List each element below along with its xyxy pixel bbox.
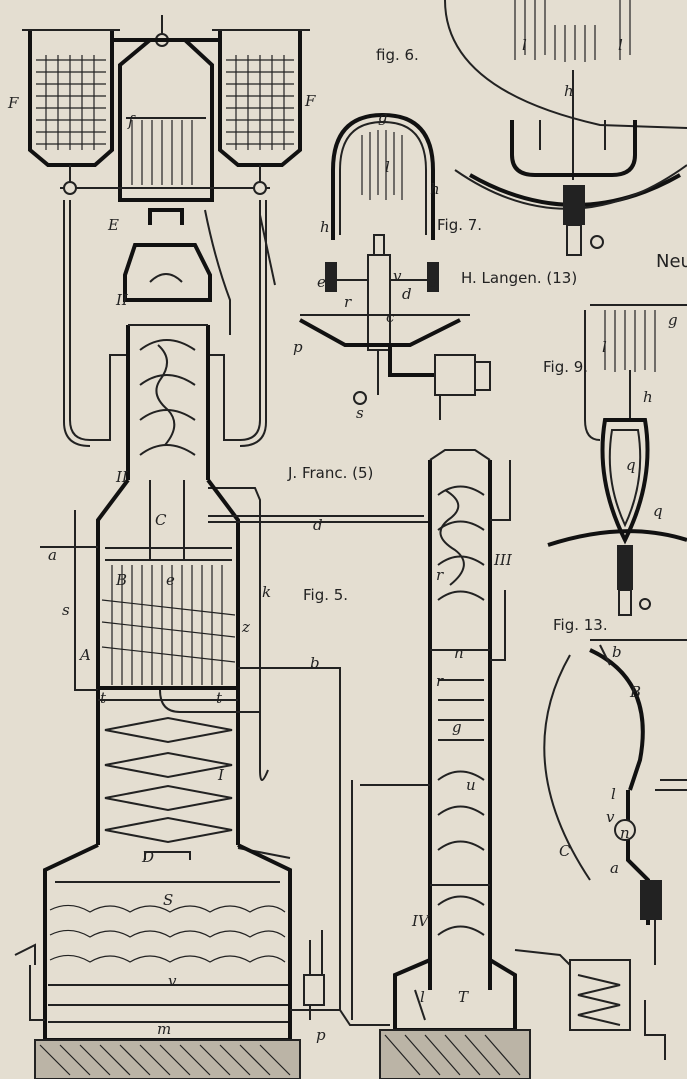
fig6-apparatus [444,0,687,256]
label-n: n [454,644,464,662]
fig9-apparatus [547,304,687,616]
condenser-E [60,38,276,335]
fig9-label-l: l [602,338,607,356]
fig9-label-q2: q [653,502,663,520]
label-z: z [241,618,250,636]
caption-fig9: Fig. 9. [543,358,588,376]
fig7-label-e-right: e [429,273,438,291]
fig7-label-h-right: h [430,180,440,198]
label-II-top: II [115,291,129,309]
label-III: III [493,551,513,569]
label-A: A [78,646,91,664]
caption-fig6: fig. 6. [376,46,419,64]
label-l: l [420,988,425,1006]
fig13-label-l: l [611,785,616,803]
fig7-label-v: v [393,267,402,285]
fig7-label-s: s [356,404,364,422]
label-v: v [168,972,177,990]
right-basket [212,29,310,185]
fig7-label-p: p [293,338,303,356]
fig9-label-h: h [643,388,653,406]
letter-labels: F F f E II II C a s A B e k z d b t t I … [7,36,678,1044]
label-IV: IV [411,912,431,930]
fig13-apparatus [543,639,687,965]
label-m: m [157,1020,171,1038]
fig7-label-e-left: e [317,273,326,291]
label-S: S [163,891,173,909]
label-F-right: F [304,92,316,110]
label-D: D [141,848,154,866]
upper-column [126,324,269,781]
label-g: g [452,718,462,736]
fig7-label-d: d [402,285,412,303]
label-s: s [62,601,70,619]
fig13-label-b: b [612,643,622,661]
fig6-label-h: h [564,82,574,100]
label-T: T [458,988,469,1006]
label-b: b [310,654,320,672]
label-II-mid: II [115,468,129,486]
caption-franc: J. Franc. (5) [287,464,373,482]
base-vessel-S [14,843,390,1079]
label-t-left: t [100,689,107,707]
label-e: e [166,571,175,589]
caption-fig5: Fig. 5. [303,586,348,604]
label-t-right: t [216,689,223,707]
label-B: B [115,571,127,589]
fig6-label-l-right: l [618,36,623,54]
label-p: p [316,1026,326,1044]
label-a: a [48,546,57,564]
fig13-label-C: C [559,842,571,860]
fig7-label-r: r [344,293,352,311]
fig7-label-g: g [378,108,388,126]
fig7-apparatus [299,112,491,420]
label-C: C [155,511,167,529]
fig7-label-l: l [385,158,390,176]
caption-neu: Neu [656,251,687,272]
caption-langen: H. Langen. (13) [461,269,577,287]
label-r-mid: r [436,672,444,690]
fig6-label-l-left: l [522,36,527,54]
fig9-label-q1: q [626,456,636,474]
label-d: d [313,516,323,534]
fig13-label-v: v [606,808,615,826]
fig7-label-h-left: h [320,218,330,236]
lower-column-I [96,689,291,859]
caption-fig13: Fig. 13. [553,616,608,634]
fig7-label-c: c [386,308,395,326]
fig5-apparatus [14,15,431,1079]
label-u: u [466,776,476,794]
label-k: k [262,583,271,601]
label-E: E [107,216,119,234]
label-r-top: r [436,566,444,584]
fig13-label-n: n [620,824,630,842]
fig9-label-g: g [668,311,678,329]
caption-fig7: Fig. 7. [437,216,482,234]
fig13-label-B: B [629,683,641,701]
rectifier-column [351,449,666,1079]
label-I: I [217,766,225,784]
fig13-label-a: a [610,859,619,877]
left-basket [22,29,120,185]
label-f: f [127,112,136,130]
label-F-left: F [7,94,19,112]
